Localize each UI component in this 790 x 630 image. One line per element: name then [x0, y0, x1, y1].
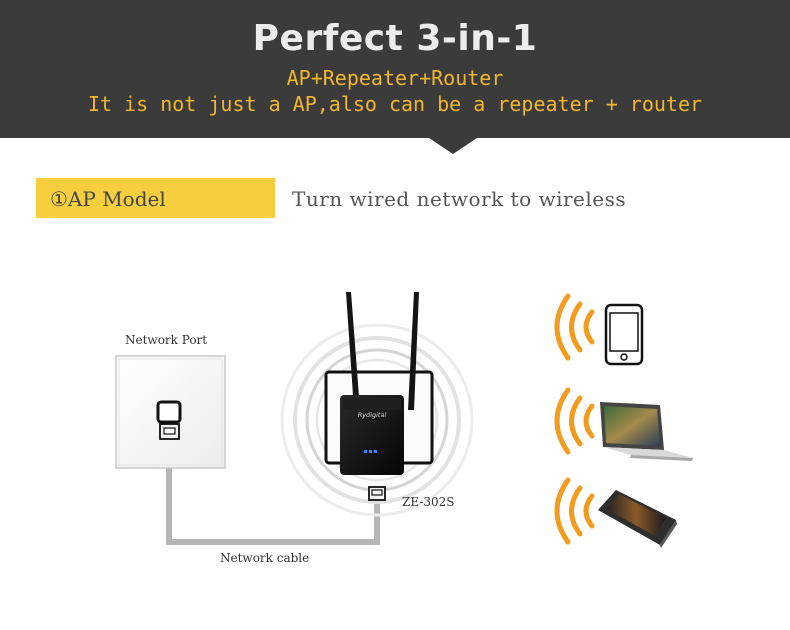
mode-description: Turn wired network to wireless [292, 187, 627, 211]
phone-icon [604, 303, 644, 366]
wifi-signal-icon [554, 477, 595, 545]
tablet-icon [598, 490, 677, 548]
wifi-repeater-device: Rydigital [340, 395, 404, 475]
header-banner [0, 0, 790, 138]
laptop-icon [600, 402, 693, 461]
wall-socket [115, 355, 226, 469]
page-title: Perfect 3-in-1 [252, 18, 538, 59]
network-cable [166, 436, 380, 545]
page-tagline: It is not just a AP,also can be a repeat… [87, 92, 703, 116]
ethernet-port-icon [156, 400, 182, 424]
wifi-signal-icon [554, 293, 595, 361]
signal-rings [280, 323, 474, 517]
wifi-signal-icon [554, 387, 595, 455]
page-subtitle: AP+Repeater+Router [286, 66, 504, 90]
network-port-label: Network Port [125, 333, 208, 347]
network-cable-label: Network cable [220, 551, 310, 565]
antenna-icon [346, 292, 419, 410]
mode-badge: ①AP Model [36, 178, 275, 218]
banner-pointer [426, 136, 480, 154]
status-led-icon [364, 450, 377, 453]
device-brand-label: Rydigital [358, 411, 387, 419]
rj45-plug-icon [368, 486, 386, 501]
rj45-plug-icon [159, 423, 180, 440]
device-model-label: ZE-302S [402, 495, 455, 509]
